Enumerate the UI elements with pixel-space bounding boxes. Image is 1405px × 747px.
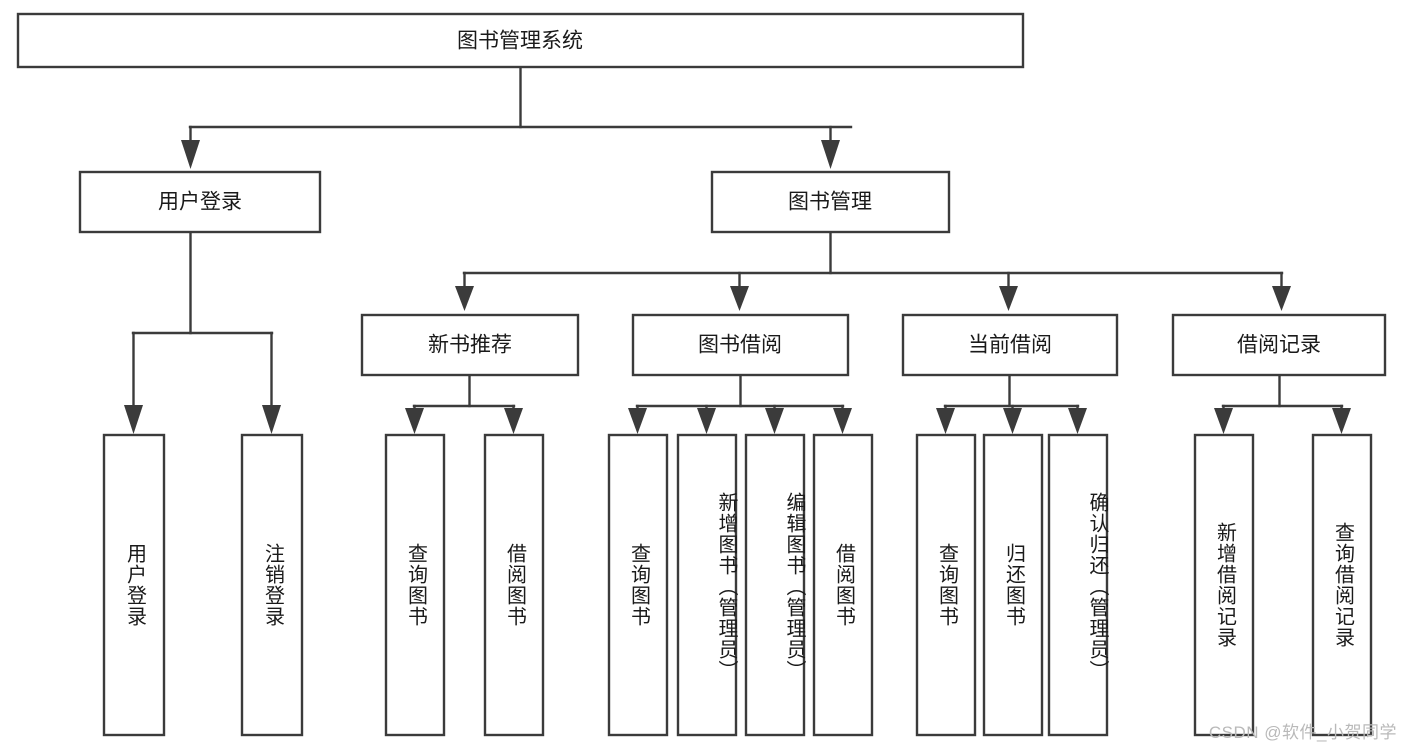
node-box-leaf-query-book-3[interactable] xyxy=(915,433,977,737)
node-label-borrow-record: 借阅记录 xyxy=(1237,334,1321,357)
arrow-head-leaf-add-book xyxy=(697,408,716,434)
node-label-user-login: 用户登录 xyxy=(158,191,242,214)
node-label-leaf-borrow-book-2: 借阅图书 xyxy=(832,543,855,627)
arrow-head-leaf-query-book-1 xyxy=(405,408,424,434)
node-label-leaf-confirm-return: 确认归还（管理员） xyxy=(1086,491,1108,681)
node-label-leaf-borrow-book-1: 借阅图书 xyxy=(503,543,526,627)
connector-group-new-book-recommend xyxy=(405,373,523,434)
node-label-leaf-query-book-2: 查询图书 xyxy=(627,543,650,627)
node-label-new-book-recommend: 新书推荐 xyxy=(428,334,512,357)
node-box-leaf-borrow-book-2[interactable] xyxy=(812,433,874,737)
arrow-head-leaf-confirm-return xyxy=(1068,408,1087,434)
node-label-leaf-logout: 注销登录 xyxy=(261,543,284,627)
node-label-leaf-user-login: 用户登录 xyxy=(123,543,146,627)
node-box-leaf-query-book-2[interactable] xyxy=(607,433,669,737)
arrow-head-user-login xyxy=(181,140,200,169)
node-box-leaf-query-record[interactable] xyxy=(1311,433,1373,737)
connector-group-borrow-record xyxy=(1214,373,1351,434)
node-box-borrow-record[interactable] xyxy=(1171,313,1387,377)
node-label-leaf-edit-book: 编辑图书（管理员） xyxy=(783,491,805,681)
node-box-new-book-recommend[interactable] xyxy=(360,313,580,377)
arrow-head-book-borrow xyxy=(730,286,749,311)
node-box-user-login[interactable] xyxy=(78,170,322,234)
arrow-head-leaf-borrow-book-2 xyxy=(833,408,852,434)
arrow-head-leaf-query-record xyxy=(1332,408,1351,434)
node-label-current-borrow: 当前借阅 xyxy=(968,334,1052,357)
node-label-book-management: 图书管理 xyxy=(788,191,872,214)
arrow-head-current-borrow xyxy=(999,286,1018,311)
connector-group-current-borrow xyxy=(936,373,1087,434)
node-box-leaf-logout[interactable] xyxy=(240,433,304,737)
node-box-leaf-confirm-return[interactable] xyxy=(1047,433,1109,737)
arrow-head-leaf-add-record xyxy=(1214,408,1233,434)
node-box-leaf-return-book[interactable] xyxy=(982,433,1044,737)
node-label-leaf-query-book-3: 查询图书 xyxy=(935,543,958,627)
arrow-head-borrow-record xyxy=(1272,286,1291,311)
node-label-book-borrow: 图书借阅 xyxy=(698,334,782,357)
arrow-head-new-book-recommend xyxy=(455,286,474,311)
node-box-book-borrow[interactable] xyxy=(631,313,850,377)
node-box-leaf-user-login[interactable] xyxy=(102,433,166,737)
connector-group-root xyxy=(181,65,853,169)
node-box-root[interactable] xyxy=(16,12,1025,69)
node-box-book-management[interactable] xyxy=(710,170,951,234)
node-box-leaf-query-book-1[interactable] xyxy=(384,433,446,737)
arrow-head-leaf-return-book xyxy=(1003,408,1022,434)
connector-group-user-login xyxy=(124,230,281,434)
node-label-leaf-return-book: 归还图书 xyxy=(1002,543,1025,627)
node-box-leaf-add-record[interactable] xyxy=(1193,433,1255,737)
node-box-leaf-borrow-book-1[interactable] xyxy=(483,433,545,737)
node-label-leaf-add-book: 新增图书（管理员） xyxy=(715,491,737,681)
arrow-head-book-management xyxy=(821,140,840,169)
node-box-leaf-edit-book[interactable] xyxy=(744,433,806,737)
arrow-head-leaf-edit-book xyxy=(765,408,784,434)
node-box-leaf-add-book[interactable] xyxy=(676,433,738,737)
node-label-leaf-query-book-1: 查询图书 xyxy=(404,543,427,627)
node-label-leaf-add-record: 新增借阅记录 xyxy=(1213,522,1236,648)
connector-group-book-management xyxy=(455,230,1291,311)
arrow-head-leaf-query-book-2 xyxy=(628,408,647,434)
arrow-head-leaf-user-login xyxy=(124,405,143,434)
arrow-head-leaf-borrow-book-1 xyxy=(504,408,523,434)
arrow-head-leaf-logout xyxy=(262,405,281,434)
node-box-current-borrow[interactable] xyxy=(901,313,1119,377)
node-label-root: 图书管理系统 xyxy=(457,30,583,53)
node-label-leaf-query-record: 查询借阅记录 xyxy=(1331,522,1354,648)
watermark-text: CSDN @软件_小贺同学 xyxy=(1208,723,1397,742)
arrow-head-leaf-query-book-3 xyxy=(936,408,955,434)
connector-group-book-borrow xyxy=(628,373,852,434)
